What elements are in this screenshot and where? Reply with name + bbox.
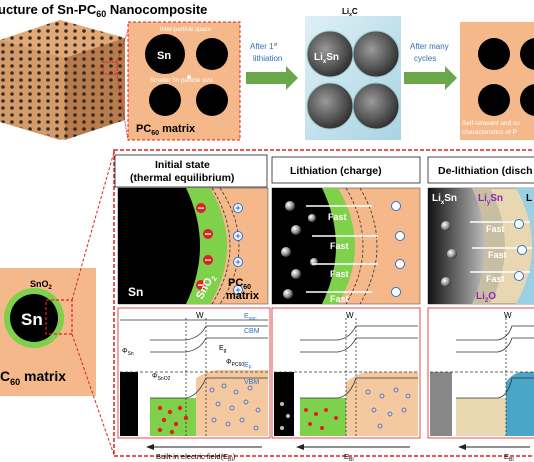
- band-phi-pc: ΦPC60: [226, 359, 244, 368]
- band-phi-sn: ΦSn: [122, 348, 134, 357]
- col2-band-diagram: W EBI: [271, 307, 421, 462]
- col1-header-line1: Initial state: [155, 159, 210, 171]
- cycled-caption-2: characteristics of P: [462, 129, 517, 136]
- col2-microstructure: Fast Fast Fast Fast: [271, 187, 421, 305]
- col3-li-atoms: [441, 221, 457, 287]
- lixsn-label: LixSn: [314, 52, 339, 65]
- col2-fast-2: Fast: [330, 241, 349, 251]
- col3-microstructure: LixSn LiySn L Fast Fast Fast Li2O: [427, 187, 534, 305]
- col1-plus-marks: [235, 205, 241, 293]
- figure-title: ucture of Sn-PC60 Nanocomposite: [0, 2, 207, 19]
- arrow-after-many-cycles: After many cycles: [404, 42, 457, 90]
- col3-fast-2: Fast: [488, 250, 507, 260]
- col3-plus-ions: [514, 219, 527, 281]
- col3-li2o-label: Li2O: [476, 291, 496, 304]
- arrow-after-first-lithiation: After 1st lithiation: [246, 42, 298, 90]
- col1-band-diagram: W Evac CBM EF VBM Eg ΦSn ΦSnO2 ΦPC60 Bui…: [117, 307, 271, 462]
- col2-fast-3: Fast: [330, 269, 349, 279]
- col2-li-atoms: [281, 201, 318, 299]
- col2-plus-ions: [391, 201, 405, 297]
- title-text: ucture of Sn-PC: [0, 2, 97, 17]
- arrow1-text: After 1st: [250, 42, 278, 51]
- col3-header: De-lithiation (disch: [427, 156, 534, 184]
- col3-field-label: EBI: [504, 452, 514, 462]
- col3-fast-1: Fast: [486, 224, 505, 234]
- lixc-label: LixC: [342, 7, 358, 18]
- col2-fast-1: Fast: [328, 212, 347, 222]
- matrix-panel: Sn Inter-particle space Smaller Sn parti…: [127, 21, 241, 141]
- band-eg-label: Eg: [219, 345, 227, 354]
- inter-particle-label: Inter-particle space: [160, 27, 212, 33]
- col2-arrows: [306, 205, 378, 293]
- smaller-sn-label: Smaller Sn particle size: [150, 78, 213, 84]
- col2-fast-4: Fast: [330, 294, 349, 304]
- col1-blue-dots: [209, 383, 261, 431]
- col1-field-label: Built-in electric field(EBI): [156, 452, 236, 462]
- lithiated-panel: LixC LixSn: [305, 7, 401, 140]
- inset-sn-label: Sn: [21, 310, 43, 329]
- arrow1-line2: lithiation: [253, 54, 282, 63]
- col1-matrix-label: matrix: [226, 290, 260, 302]
- col3-header-text: De-lithiation (disch: [438, 165, 533, 177]
- band-vbm-label: VBM: [244, 379, 259, 386]
- col2-field-label: EBI: [344, 452, 354, 462]
- col3-fast-3: Fast: [486, 274, 505, 284]
- col1-minus-ions: [196, 203, 213, 290]
- col2-w-label: W: [346, 311, 354, 320]
- band-w-label: W: [196, 311, 204, 320]
- col1-header: Initial state (thermal equilibrium): [114, 154, 268, 188]
- band-evac-label: Evac: [244, 313, 257, 322]
- col3-lixsn-label: LixSn: [432, 193, 457, 206]
- col2-band-li: [280, 402, 290, 430]
- col2-header-text: Lithiation (charge): [290, 165, 382, 177]
- cycled-caption-1: Self-relaxant and su: [462, 120, 520, 127]
- col1-sn-label: Sn: [128, 285, 143, 299]
- col3-w-label: W: [504, 311, 512, 320]
- col1-pc60-label: PC60: [228, 277, 251, 291]
- title-tail: Nanocomposite: [106, 2, 207, 17]
- band-ef-label: EF: [244, 362, 252, 371]
- cycled-panel: Self-relaxant and su characteristics of …: [460, 22, 534, 140]
- col2-header: Lithiation (charge): [271, 156, 421, 184]
- col3-band-diagram: W EBI: [427, 307, 534, 462]
- col1-microstructure: Sn SnO2 PC60 matrix: [117, 187, 269, 305]
- inset-matrix-label: C60 matrix: [0, 368, 66, 387]
- col1-red-dots: [157, 405, 189, 435]
- matrix-label: PC60 matrix: [136, 123, 196, 137]
- band-cbm-label: CBM: [244, 328, 260, 335]
- col3-lysn-label: LiySn: [478, 193, 503, 206]
- arrow2-line1: After many: [410, 42, 449, 51]
- composite-cube: [0, 20, 129, 141]
- col1-band-lines: [120, 318, 268, 436]
- col2-band-red: [304, 408, 338, 430]
- sn-label: Sn: [157, 50, 171, 62]
- col1-header-line2: (thermal equilibrium): [130, 172, 234, 184]
- title-sub: 60: [96, 9, 106, 19]
- particle-inset: Sn SnO2 C60 matrix: [0, 268, 96, 396]
- band-phi-sno2: ΦSnO2: [152, 373, 171, 382]
- col2-band-blue: [365, 387, 411, 429]
- col3-l-label: L: [526, 193, 532, 204]
- arrow2-line2: cycles: [414, 54, 436, 63]
- inset-sno2-label: SnO2: [30, 279, 53, 291]
